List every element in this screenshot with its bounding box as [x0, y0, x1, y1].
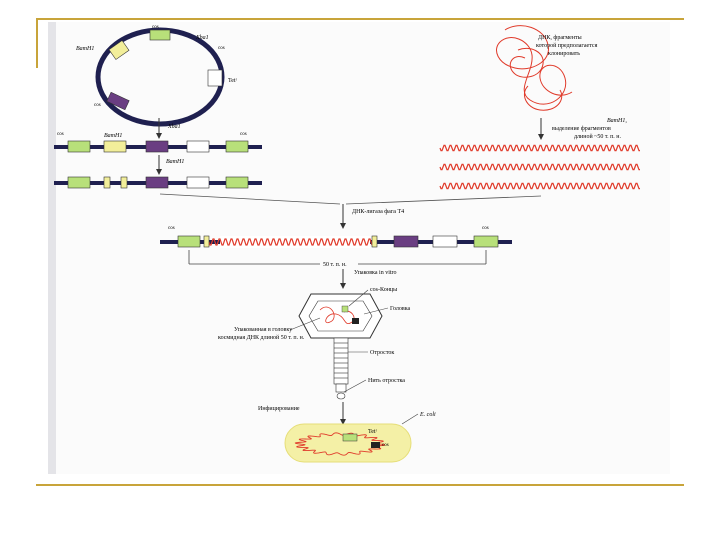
cell-dna	[294, 432, 386, 456]
dna-source-caption-3: клонировать	[548, 51, 580, 57]
lv2-bamh1-end-right	[120, 176, 128, 189]
rec-bamh1-right	[371, 235, 378, 248]
linear-vector-2	[54, 176, 262, 189]
plasmid-bamh1-label: BamH1	[76, 46, 94, 52]
packaging-label: Упаковка in vitro	[354, 270, 397, 276]
phage-baseplate	[335, 383, 347, 393]
plasmid-tet-label: Tetʳ	[228, 78, 238, 84]
infection-label: Инфицирование	[258, 405, 300, 412]
ecoli-label: E. coli	[419, 412, 436, 418]
packaged-desc-1: Упакованная в головку	[234, 327, 292, 333]
phage-head-inner	[308, 300, 373, 332]
dna-fragments	[439, 144, 640, 190]
rec-cos-left-label: cos	[168, 226, 175, 231]
lv2-purple-region	[145, 176, 169, 189]
lv1-purple-region	[145, 140, 169, 153]
lv2-bamh1-end-left	[103, 176, 111, 189]
recombinant-molecule: cos cos	[160, 226, 512, 248]
size-label: 50 т. п. н.	[323, 262, 347, 268]
source-dna-coil	[496, 25, 573, 111]
rec-cos-left	[177, 235, 201, 248]
rec-bamh1-left	[203, 235, 210, 248]
rec-purple-region	[393, 235, 419, 248]
step-bamh1-label: BamH1	[166, 159, 184, 165]
step-xba1-label: Xba1	[167, 124, 181, 130]
packaged-green	[341, 305, 349, 313]
lv2-white-region	[186, 176, 210, 189]
fragments-caption-1: BamH1,	[607, 118, 627, 124]
fragments-caption-3: длиной ~50 т. п. н.	[574, 133, 622, 140]
plasmid-tet-gene	[207, 69, 223, 87]
ligase-label: ДНК-лигаза фага Т4	[352, 208, 404, 215]
fragment-wave-1	[439, 144, 640, 152]
insert-dna-wave	[208, 238, 373, 246]
lv1-bamh1-site	[103, 140, 127, 153]
lv2-cos-right	[225, 176, 249, 189]
figure-left-strip	[48, 22, 56, 474]
slide-bottom-rule	[36, 484, 684, 486]
phage-tail-fiber	[336, 392, 346, 400]
packaging-callouts	[289, 289, 389, 393]
ecoli-cell: E. coli Tetʳ cos	[284, 412, 436, 463]
size-bracket	[188, 250, 487, 265]
plasmid-purple-region	[106, 91, 130, 111]
dna-source-caption-2: которой предполагается	[536, 42, 598, 49]
plasmid-cos-top	[149, 29, 171, 41]
cell-dark-segment	[371, 442, 380, 448]
packaged-dna	[319, 306, 355, 324]
cell-cos-segment	[342, 433, 358, 442]
lv2-cos-left	[67, 176, 91, 189]
cosmid-plasmid: BamH1 Xba1 cos cos cos Tetʳ	[76, 25, 238, 127]
lv1-cos-left-label: cos	[57, 132, 64, 137]
lv1-cos-right	[225, 140, 249, 153]
plasmid-cos-left-label: cos	[94, 103, 101, 108]
fragment-wave-2	[439, 163, 640, 171]
fragments-caption-2: выделение фрагментов	[552, 125, 611, 132]
lv1-bamh1-label: BamH1	[104, 133, 122, 139]
packaged-dark	[352, 318, 359, 324]
phage-particle	[298, 293, 383, 400]
slide-top-rule	[36, 18, 684, 20]
cell-cos-label: cos	[382, 443, 389, 448]
rec-white-region	[432, 235, 458, 248]
tail-fiber-label: Нить отростка	[368, 378, 405, 384]
head-label: Головка	[390, 306, 411, 312]
slide-left-rule	[36, 18, 38, 68]
packaged-desc-2: космидная ДНК длиной 50 т. п. н.	[218, 334, 305, 341]
cos-ends-label: cos-Концы	[370, 287, 397, 293]
rec-cos-right	[473, 235, 499, 248]
lv1-cos-left	[67, 140, 91, 153]
plasmid-cos-right-label: cos	[218, 46, 225, 51]
linear-vector-1: cos BamH1 cos	[54, 132, 262, 153]
cell-tet-label: Tetʳ	[368, 429, 378, 435]
tail-label: Отросток	[370, 350, 394, 356]
plasmid-cos-top-label: cos	[152, 25, 159, 30]
plasmid-bamh1-site	[108, 40, 130, 60]
rec-cos-right-label: cos	[482, 226, 489, 231]
lv1-cos-right-label: cos	[240, 132, 247, 137]
lv1-white-region	[186, 140, 210, 153]
fragment-wave-3	[439, 182, 640, 190]
phage-tail	[333, 337, 349, 385]
plasmid-xba1-label: Xba1	[195, 35, 209, 41]
ecoli-body	[284, 423, 412, 463]
dna-source-caption-1: ДНК, фрагменты	[538, 34, 582, 41]
merge-lines	[159, 193, 542, 205]
